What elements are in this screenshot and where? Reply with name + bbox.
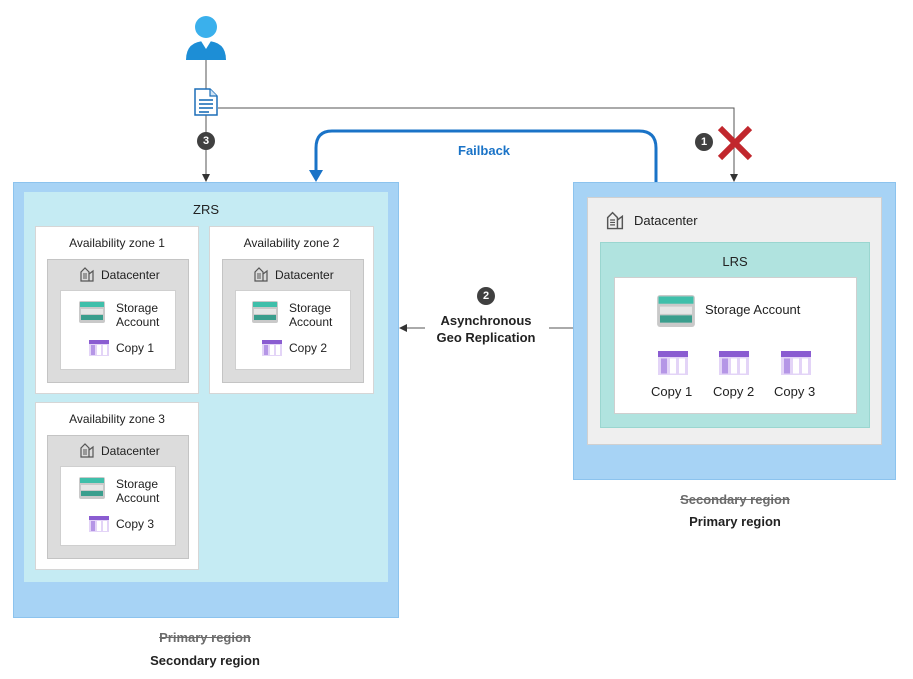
datacenter-label: Datacenter [101, 268, 160, 282]
lrs-title: LRS [722, 254, 748, 269]
lrs-storage-box: Storage Account Copy 1 Copy 2 Copy 3 [614, 277, 857, 414]
storage-label-line1: Storage [116, 477, 159, 491]
storage-box: Storage Account Copy 3 [60, 466, 176, 546]
zone-title: Availability zone 1 [69, 236, 165, 250]
zrs-title: ZRS [193, 202, 219, 217]
datacenter-icon [604, 209, 626, 236]
datacenter-label: Datacenter [101, 444, 160, 458]
storage-account-icon [252, 301, 278, 328]
left-old-region-label: Primary region [159, 630, 251, 645]
datacenter-label: Datacenter [634, 213, 698, 228]
replication-label-line1: Asynchronous [440, 313, 532, 328]
user-icon [184, 13, 228, 66]
lrs-container: LRS Storage Account Copy 1 Copy 2 Copy 3 [600, 242, 870, 428]
copy-table-icon [262, 340, 282, 361]
step-badge-1: 1 [695, 133, 713, 151]
datacenter-icon [78, 265, 96, 288]
left-new-region-label: Secondary region [150, 653, 260, 668]
storage-label-line1: Storage [116, 301, 159, 315]
copy-label: Copy 3 [774, 384, 816, 399]
copy-label: Copy 1 [651, 384, 693, 399]
copy-table-icon [89, 516, 109, 537]
storage-label-line2: Account [116, 315, 160, 329]
zone-title: Availability zone 3 [69, 412, 165, 426]
datacenter-box: Datacenter Storage Account Copy 2 [222, 259, 364, 383]
storage-label-line1: Storage [289, 301, 332, 315]
storage-account-icon [657, 295, 695, 332]
step-badge-2: 2 [477, 287, 495, 305]
copy-table-icon [658, 351, 688, 380]
document-icon [194, 88, 218, 121]
storage-box: Storage Account Copy 2 [235, 290, 351, 370]
step-badge-3: 3 [197, 132, 215, 150]
availability-zone-3: Availability zone 3 Datacenter Storage A… [35, 402, 199, 570]
datacenter-icon [252, 265, 270, 288]
storage-account-icon [79, 477, 105, 504]
right-datacenter-box: Datacenter LRS Storage Account Copy 1 Co… [587, 197, 882, 445]
datacenter-label: Datacenter [275, 268, 334, 282]
datacenter-icon [78, 441, 96, 464]
availability-zone-2: Availability zone 2 Datacenter Storage A… [209, 226, 374, 394]
right-new-region-label: Primary region [689, 514, 781, 529]
storage-label-line2: Account [116, 491, 160, 505]
copy-table-icon [781, 351, 811, 380]
copy-table-icon [89, 340, 109, 361]
storage-account-icon [79, 301, 105, 328]
copy-label: Copy 2 [713, 384, 755, 399]
copy-label: Copy 2 [289, 341, 328, 355]
failback-arrowhead [309, 170, 323, 182]
datacenter-box: Datacenter Storage Account Copy 1 [47, 259, 189, 383]
datacenter-box: Datacenter Storage Account Copy 3 [47, 435, 189, 559]
storage-box: Storage Account Copy 1 [60, 290, 176, 370]
copy-label: Copy 3 [116, 517, 155, 531]
failback-label: Failback [458, 143, 511, 158]
availability-zone-1: Availability zone 1 Datacenter Storage A… [35, 226, 199, 394]
storage-account-label: Storage Account [705, 302, 801, 317]
fail-cross-icon [716, 124, 754, 167]
storage-label-line2: Account [289, 315, 333, 329]
copy-label: Copy 1 [116, 341, 155, 355]
copy-table-icon [719, 351, 749, 380]
right-old-region-label: Secondary region [680, 492, 790, 507]
zone-title: Availability zone 2 [243, 236, 340, 250]
replication-label-line2: Geo Replication [436, 330, 536, 345]
